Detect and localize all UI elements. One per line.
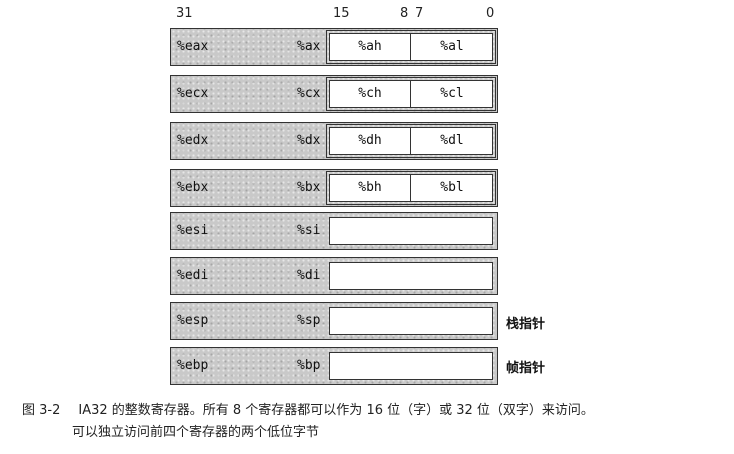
bit-label-8: 8 xyxy=(400,6,409,21)
register-16bit-name: %cx xyxy=(297,86,321,101)
register-ebx: %ebx %bx %bh %bl xyxy=(170,169,498,207)
register-16bit-name: %sp xyxy=(297,313,321,328)
register-ecx: %ecx %cx %ch %cl xyxy=(170,75,498,113)
register-high-byte-name: %dh xyxy=(358,133,382,148)
register-32bit-name: %ebx xyxy=(177,180,209,195)
register-high-byte-name: %ah xyxy=(358,39,382,54)
register-high-byte-name: %ch xyxy=(358,86,382,101)
register-32bit-name: %edx xyxy=(177,133,209,148)
register-16bit-name: %bx xyxy=(297,180,321,195)
register-32bit-name: %esp xyxy=(177,313,209,328)
bit-label-15: 15 xyxy=(333,6,350,21)
register-16bit-name: %bp xyxy=(297,358,321,373)
register-16bit-name: %ax xyxy=(297,39,321,54)
register-low16-box xyxy=(329,307,493,335)
figure-number: 图 3-2 xyxy=(22,403,61,418)
register-low16-box xyxy=(329,352,493,380)
register-16bit-name: %di xyxy=(297,268,321,283)
register-32bit-name: %edi xyxy=(177,268,209,283)
bit-label-7: 7 xyxy=(415,6,424,21)
register-low16-box: %dh %dl xyxy=(326,124,496,158)
register-32bit-name: %eax xyxy=(177,39,209,54)
register-high-byte-name: %bh xyxy=(358,180,382,195)
bit-label-0: 0 xyxy=(486,6,495,21)
register-32bit-name: %ebp xyxy=(177,358,209,373)
register-low16-box: %ch %cl xyxy=(326,77,496,111)
register-esp: %esp %sp xyxy=(170,302,498,340)
register-low16-box: %ah %al xyxy=(326,30,496,64)
register-low-byte-name: %al xyxy=(440,39,464,54)
register-edx: %edx %dx %dh %dl xyxy=(170,122,498,160)
register-low16-box xyxy=(329,217,493,245)
bit-label-31: 31 xyxy=(176,6,193,21)
register-32bit-name: %esi xyxy=(177,223,209,238)
frame-pointer-label: 帧指针 xyxy=(506,361,546,376)
register-low-byte-name: %bl xyxy=(440,180,464,195)
register-low16-box xyxy=(329,262,493,290)
caption-line-1: IA32 的整数寄存器。所有 8 个寄存器都可以作为 16 位（字）或 32 位… xyxy=(78,403,594,418)
register-16bit-name: %si xyxy=(297,223,321,238)
register-32bit-name: %ecx xyxy=(177,86,209,101)
register-low-byte-name: %dl xyxy=(440,133,464,148)
register-eax: %eax %ax %ah %al xyxy=(170,28,498,66)
figure-caption: 图 3-2 IA32 的整数寄存器。所有 8 个寄存器都可以作为 16 位（字）或… xyxy=(22,400,594,444)
register-low-byte-name: %cl xyxy=(440,86,464,101)
caption-line-2: 可以独立访问前四个寄存器的两个低位字节 xyxy=(72,425,320,440)
stack-pointer-label: 栈指针 xyxy=(506,317,546,332)
register-low16-box: %bh %bl xyxy=(326,171,496,205)
register-16bit-name: %dx xyxy=(297,133,321,148)
register-edi: %edi %di xyxy=(170,257,498,295)
register-esi: %esi %si xyxy=(170,212,498,250)
register-ebp: %ebp %bp xyxy=(170,347,498,385)
